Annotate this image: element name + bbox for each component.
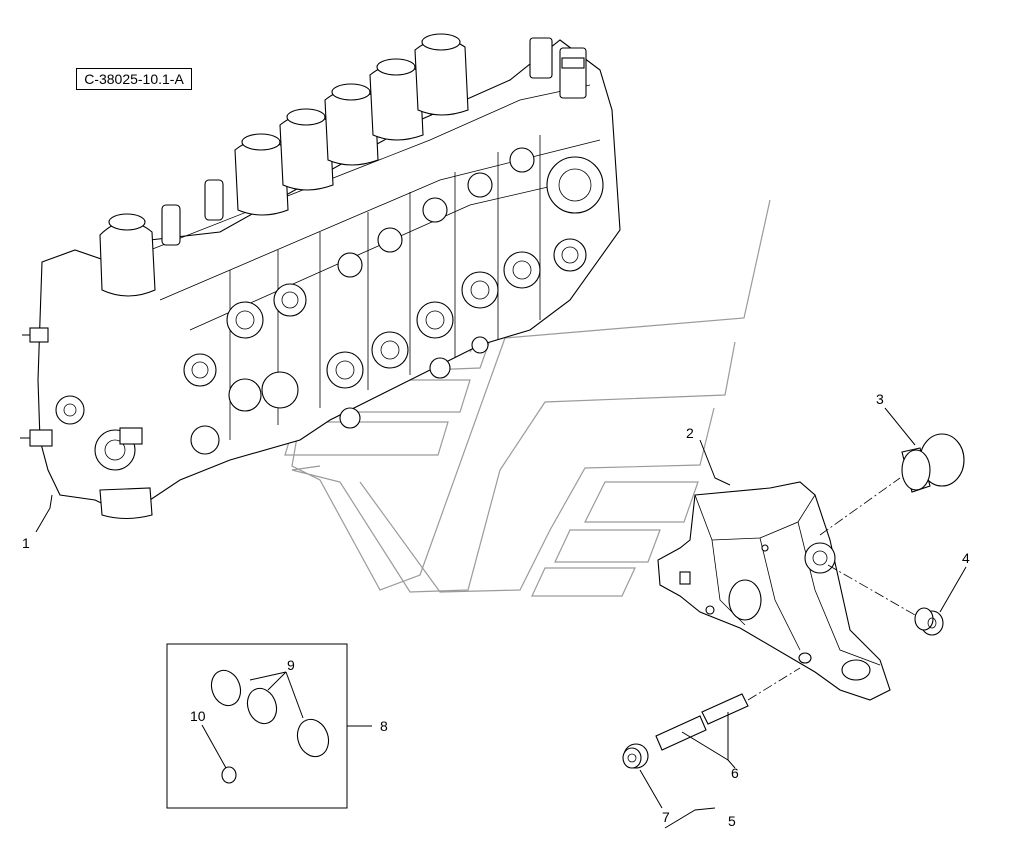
- o-ring: [296, 718, 330, 758]
- seal-kit: [166, 643, 348, 809]
- callout-9: 9: [287, 657, 295, 673]
- leader-lines: [35, 407, 967, 829]
- plug: [901, 433, 965, 493]
- mounting-bracket: [657, 481, 891, 701]
- reference-code-label: C-38025-10.1-A: [76, 68, 192, 90]
- callout-7: 7: [662, 809, 670, 825]
- callout-10: 10: [190, 708, 206, 724]
- stud-and-nut: [622, 693, 749, 769]
- callout-6: 6: [731, 765, 739, 781]
- assembly-lines: [747, 477, 916, 701]
- o-ring: [210, 669, 242, 707]
- callout-labels: 1 2 3 4 5 6 7 8 9 10: [22, 391, 970, 829]
- spool-caps: [99, 33, 469, 297]
- callout-2: 2: [686, 425, 694, 441]
- callout-4: 4: [962, 550, 970, 566]
- port-holes: [55, 147, 604, 471]
- callout-3: 3: [876, 391, 884, 407]
- callout-1: 1: [22, 535, 30, 551]
- callout-5: 5: [728, 813, 736, 829]
- control-valve-assembly: [20, 33, 621, 520]
- small-plug: [914, 607, 944, 636]
- small-o-ring: [221, 766, 237, 784]
- o-ring: [246, 687, 278, 725]
- callout-8: 8: [380, 718, 388, 734]
